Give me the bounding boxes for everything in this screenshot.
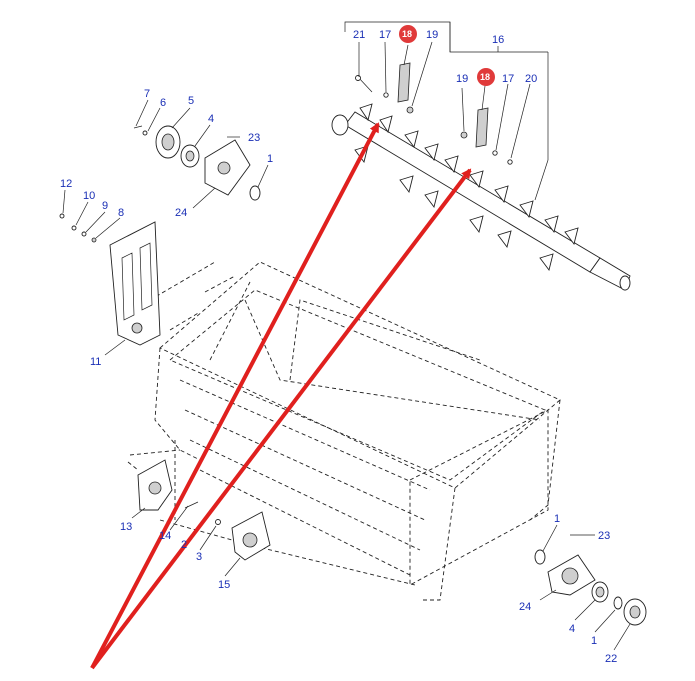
- callout-4: 4: [208, 113, 214, 125]
- highlight-badge-18-right: [477, 68, 495, 86]
- callout-4-lower: 4: [569, 623, 575, 635]
- callout-8: 8: [118, 207, 124, 219]
- bearing-assembly-upper: [133, 125, 261, 201]
- leader-lines: [62, 41, 631, 651]
- arrow-to-knife-right: [90, 168, 472, 670]
- callout-24: 24: [175, 207, 187, 219]
- callout-21: 21: [353, 29, 365, 41]
- highlight-arrows: [90, 122, 472, 670]
- callout-18-right: 18: [480, 72, 490, 82]
- bolt-21: [355, 75, 373, 93]
- bearing-cover-13: [127, 459, 173, 511]
- nut-20: [507, 159, 513, 165]
- callout-19: 19: [426, 29, 438, 41]
- arrow-to-knife-left: [90, 122, 380, 669]
- callout-18-top: 18: [402, 29, 412, 39]
- callout-bracket-top: [344, 21, 549, 201]
- callout-17: 17: [379, 29, 391, 41]
- callout-5: 5: [188, 95, 194, 107]
- callout-1: 1: [267, 153, 273, 165]
- callout-15: 15: [218, 579, 230, 591]
- callout-9: 9: [102, 200, 108, 212]
- callout-16: 16: [492, 34, 504, 46]
- knife-top-left: [397, 62, 411, 103]
- callout-14: 14: [159, 530, 171, 542]
- callout-20: 20: [525, 73, 537, 85]
- callout-13: 13: [120, 521, 132, 533]
- callout-2: 2: [181, 539, 187, 551]
- callout-10: 10: [83, 190, 95, 202]
- nut-19-top: [406, 106, 414, 114]
- bearing-assembly-lower: [534, 534, 647, 626]
- highlight-badge-18-top: [399, 25, 417, 43]
- callout-1-bottom: 1: [591, 635, 597, 647]
- nut-19-right: [460, 131, 468, 139]
- callout-labels: 21 17 18 19 16 19 18 17 20 7 6 5 4 23 1 …: [60, 29, 617, 665]
- callout-23: 23: [248, 132, 260, 144]
- callout-17-right: 17: [502, 73, 514, 85]
- washer-17-top: [383, 92, 389, 98]
- knife-top-right: [475, 107, 489, 148]
- housing-frame: [129, 261, 561, 601]
- callout-23-lower: 23: [598, 530, 610, 542]
- callout-1-lower: 1: [554, 513, 560, 525]
- callout-7: 7: [144, 88, 150, 100]
- callout-12: 12: [60, 178, 72, 190]
- callout-24-lower: 24: [519, 601, 531, 613]
- side-plate-11: [59, 213, 161, 346]
- callout-22: 22: [605, 653, 617, 665]
- rotor-shaft: [331, 103, 631, 291]
- callout-6: 6: [160, 97, 166, 109]
- bearing-plate-15: [184, 501, 271, 561]
- callout-3: 3: [196, 551, 202, 563]
- washer-17-right: [492, 150, 498, 156]
- callout-19-right: 19: [456, 73, 468, 85]
- callout-11: 11: [90, 356, 101, 368]
